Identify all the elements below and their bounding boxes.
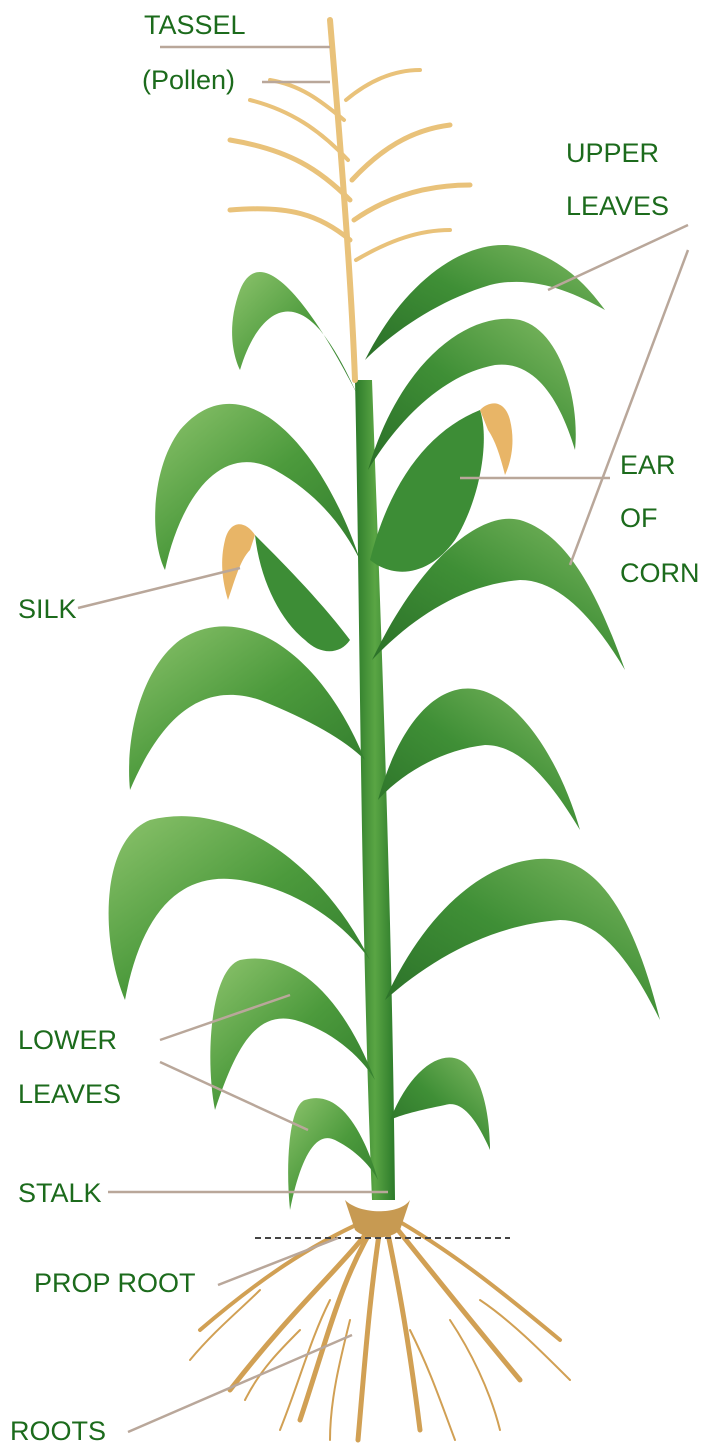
label-pollen: (Pollen): [142, 67, 235, 94]
leaf-lower-right: [390, 1058, 490, 1151]
label-lower-leaves-line2: LEAVES: [18, 1081, 121, 1108]
silk-lower: [222, 524, 255, 600]
label-silk: SILK: [18, 596, 77, 623]
tassel: [230, 20, 470, 380]
leaf-lower-left-1: [210, 959, 375, 1111]
label-upper-leaves-line1: UPPER: [566, 140, 659, 167]
leaf-right-5: [385, 859, 660, 1020]
label-stalk: STALK: [18, 1180, 102, 1207]
leaf-right-4: [378, 688, 580, 830]
label-upper-leaves-line2: LEAVES: [566, 193, 669, 220]
silk-upper: [480, 403, 512, 475]
label-ear-line3: CORN: [620, 560, 700, 587]
label-ear-line2: OF: [620, 505, 658, 532]
leaf-upper-left: [232, 272, 360, 400]
label-ear-line1: EAR: [620, 452, 676, 479]
label-tassel: TASSEL: [144, 12, 246, 39]
label-lower-leaves-line1: LOWER: [18, 1027, 117, 1054]
label-roots: ROOTS: [10, 1418, 106, 1445]
stalk-stem: [355, 380, 395, 1200]
ear-of-corn-lower: [255, 535, 350, 651]
label-prop-root: PROP ROOT: [34, 1270, 196, 1297]
roots: [190, 1215, 570, 1440]
